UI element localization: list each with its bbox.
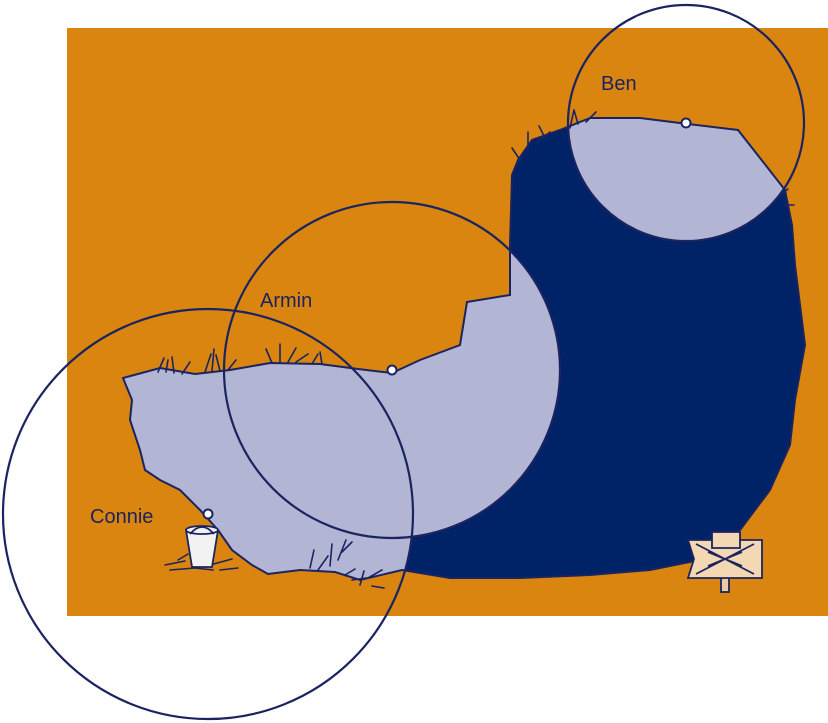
signpost-icon: [686, 531, 763, 593]
grass-tufts: [157, 109, 795, 589]
ben-position-marker: [680, 117, 692, 129]
armin-range-circle: [222, 200, 562, 540]
bucket-icon: [184, 525, 220, 568]
range-circles: [1, 3, 806, 721]
connie-label: Connie: [90, 506, 153, 528]
ben-label: Ben: [601, 73, 637, 95]
position-markers: [202, 117, 692, 520]
connie-position-marker: [202, 508, 214, 520]
connie-range-circle: [1, 307, 415, 721]
armin-position-marker: [386, 364, 398, 376]
ben-range-circle: [566, 3, 806, 243]
armin-label: Armin: [260, 290, 312, 312]
island-outline: [121, 117, 807, 582]
